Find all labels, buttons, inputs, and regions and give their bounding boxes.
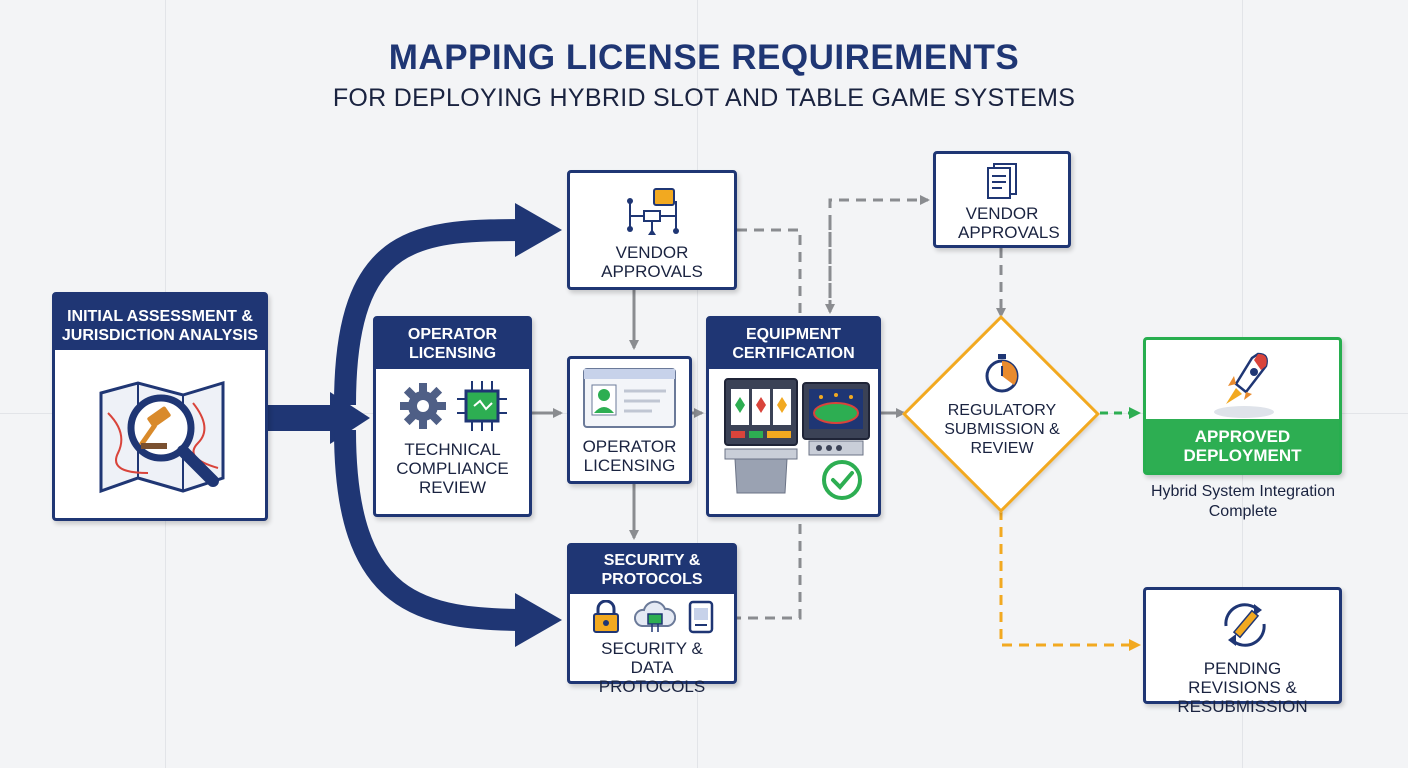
approved-deployment-label: APPROVED DEPLOYMENT bbox=[1146, 419, 1339, 472]
arrow-initial-to-operator bbox=[268, 405, 334, 431]
equipment-certification-node: EQUIPMENT CERTIFICATION bbox=[706, 316, 881, 517]
dashed-to-vendor-right bbox=[828, 195, 930, 310]
diagram-subtitle: FOR DEPLOYING HYBRID SLOT AND TABLE GAME… bbox=[332, 84, 1076, 112]
slot-machine-icon bbox=[724, 378, 798, 494]
pending-revisions-label: PENDING REVISIONS & RESUBMISSION bbox=[1177, 659, 1308, 716]
arrow-curve-to-vendor bbox=[334, 219, 531, 406]
operator-licensing-header: OPERATOR LICENSING bbox=[376, 319, 529, 369]
cloud-chip-icon bbox=[634, 600, 676, 632]
operator-licensing-card-node: OPERATOR LICENSING bbox=[567, 356, 692, 484]
technical-compliance-label: TECHNICAL COMPLIANCE REVIEW bbox=[396, 440, 509, 497]
operator-licensing-card-label: OPERATOR LICENSING bbox=[582, 437, 677, 475]
equipment-certification-header: EQUIPMENT CERTIFICATION bbox=[709, 319, 878, 369]
rocket-icon bbox=[1214, 352, 1274, 418]
approved-deployment-caption: Hybrid System Integration Complete bbox=[1150, 483, 1336, 520]
initial-assessment-header: INITIAL ASSESSMENT & JURISDICTION ANALYS… bbox=[55, 295, 265, 350]
circuit-chip-icon bbox=[457, 381, 507, 431]
workflow-diagram-icon bbox=[627, 188, 679, 235]
vendor-approvals-right-label: VENDOR APPROVALS bbox=[958, 204, 1060, 242]
vendor-approvals-right-node: VENDOR APPROVALS bbox=[933, 151, 1071, 248]
stopwatch-icon bbox=[985, 354, 1019, 393]
vendor-approvals-node: VENDOR APPROVALS bbox=[567, 170, 737, 290]
map-with-magnifier-and-gavel-icon bbox=[99, 380, 225, 494]
arrow-curve-to-vendor-head bbox=[515, 203, 562, 257]
pending-revisions-node: PENDING REVISIONS & RESUBMISSION bbox=[1143, 587, 1342, 716]
operator-licensing-node: OPERATOR LICENSING TECHNICAL COMPLIANCE … bbox=[373, 316, 532, 517]
id-card-icon bbox=[583, 368, 676, 428]
gear-icon bbox=[400, 383, 446, 429]
initial-assessment-node: INITIAL ASSESSMENT & JURISDICTION ANALYS… bbox=[52, 292, 268, 521]
approved-deployment-node: APPROVED DEPLOYMENT bbox=[1143, 337, 1342, 475]
checkmark-circle-icon bbox=[822, 460, 862, 500]
table-game-terminal-icon bbox=[802, 382, 870, 456]
secure-device-icon bbox=[688, 600, 714, 634]
security-protocols-node: SECURITY & PROTOCOLS SECURITY & DATA PRO… bbox=[567, 543, 737, 696]
arrow-curve-to-security-head bbox=[515, 593, 562, 647]
arrow-curve-to-security bbox=[334, 429, 531, 631]
security-data-protocols-label: SECURITY & DATA PROTOCOLS bbox=[598, 639, 706, 696]
refresh-pencil-icon bbox=[1224, 603, 1266, 647]
arrow-regulatory-to-pending bbox=[999, 510, 1141, 651]
grid-line bbox=[0, 413, 1408, 414]
grid-line bbox=[697, 0, 698, 768]
document-icon bbox=[987, 163, 1017, 199]
padlock-icon bbox=[593, 600, 619, 633]
regulatory-submission-label: REGULATORY SUBMISSION & REVIEW bbox=[944, 402, 1060, 457]
security-protocols-header: SECURITY & PROTOCOLS bbox=[570, 546, 734, 594]
diagram-title: MAPPING LICENSE REQUIREMENTS bbox=[388, 38, 1020, 77]
vendor-approvals-label: VENDOR APPROVALS bbox=[601, 243, 703, 281]
